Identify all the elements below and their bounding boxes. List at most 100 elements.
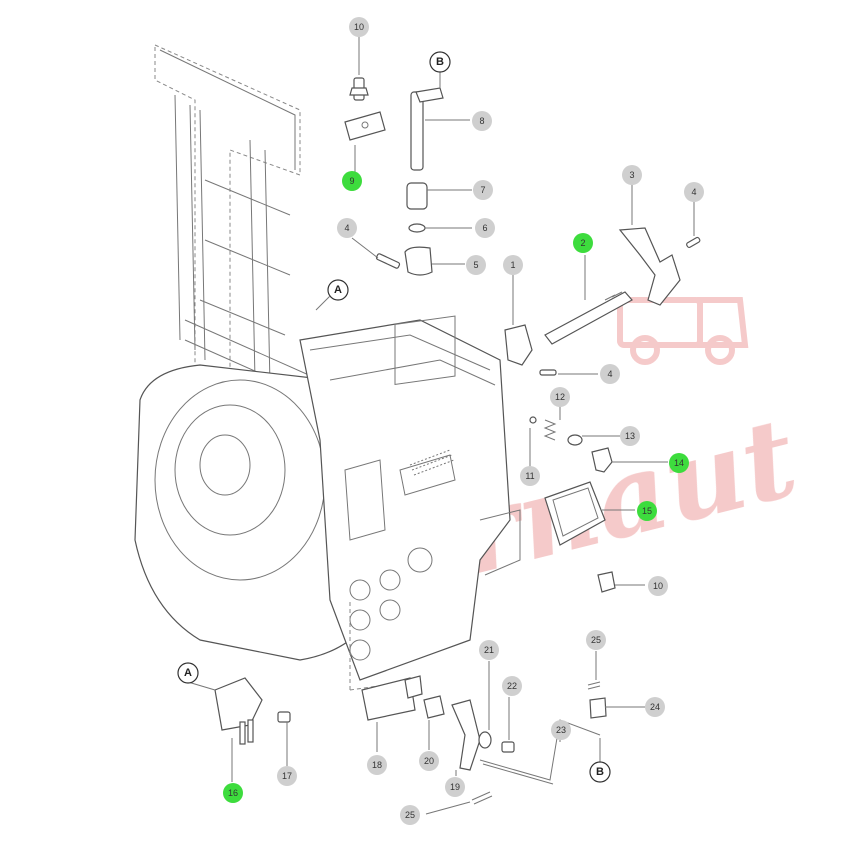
callout-bubble <box>637 501 657 521</box>
callout-18: 18 <box>367 755 387 775</box>
o-ring-6 <box>408 223 426 233</box>
callout-bubble <box>551 720 571 740</box>
washer-21 <box>478 731 492 749</box>
ref-b-top: B <box>429 51 451 73</box>
callout-number: 25 <box>405 810 415 820</box>
callout-8: 8 <box>472 111 492 131</box>
rod-23 <box>479 719 601 785</box>
callout-number: 16 <box>228 788 238 798</box>
ref-a-bottom: A <box>177 662 199 684</box>
callout-number: 7 <box>480 185 485 195</box>
shift-block-1 <box>504 324 533 366</box>
ref-a-top: A <box>315 279 349 311</box>
callout-13: 13 <box>620 426 640 446</box>
svg-text:A: A <box>184 667 192 679</box>
callout-bubble <box>586 630 606 650</box>
callout-1: 1 <box>503 255 523 275</box>
callout-number: 13 <box>625 431 635 441</box>
callout-number: 4 <box>344 223 349 233</box>
shift-fork-3 <box>618 227 681 306</box>
nut-22 <box>501 741 515 753</box>
callout-number: 8 <box>479 116 484 126</box>
svg-text:B: B <box>596 766 604 778</box>
callout-9: 9 <box>342 171 362 191</box>
truck-watermark-icon <box>617 297 749 365</box>
callout-number: 19 <box>450 782 460 792</box>
callout-bubble <box>479 640 499 660</box>
callout-4: 4 <box>684 182 704 202</box>
callout-bubble <box>645 697 665 717</box>
callout-number: 15 <box>642 506 652 516</box>
callout-bubble <box>600 364 620 384</box>
callout-bubble <box>622 165 642 185</box>
callout-number: 11 <box>525 471 534 481</box>
callout-19: 19 <box>445 777 465 797</box>
callout-number: 10 <box>354 22 364 32</box>
callout-bubble <box>349 17 369 37</box>
callout-7: 7 <box>473 180 493 200</box>
ref-b-bottom: B <box>589 761 611 783</box>
callout-bubble <box>277 766 297 786</box>
callout-12: 12 <box>550 387 570 407</box>
callout-25: 25 <box>586 630 606 650</box>
callout-bubble <box>473 180 493 200</box>
callout-number: 3 <box>629 170 634 180</box>
bracket-18 <box>361 677 416 721</box>
callout-17: 17 <box>277 766 297 786</box>
shift-lever-arm <box>415 87 444 103</box>
callout-number: 10 <box>653 581 663 591</box>
callout-23: 23 <box>551 720 571 740</box>
callout-24: 24 <box>645 697 665 717</box>
callout-number: 20 <box>424 756 434 766</box>
bolt-17 <box>277 711 291 723</box>
callout-number: 25 <box>591 635 601 645</box>
callout-14: 14 <box>669 453 689 473</box>
callout-number: 24 <box>650 702 660 712</box>
callout-6: 6 <box>475 218 495 238</box>
plate-9 <box>344 111 386 141</box>
callout-number: 6 <box>482 223 487 233</box>
callout-number: 22 <box>507 681 517 691</box>
callout-bubble <box>466 255 486 275</box>
fork-rod-2 <box>544 291 633 345</box>
callout-bubble <box>620 426 640 446</box>
callout-20: 20 <box>419 751 439 771</box>
lever-19 <box>451 699 481 771</box>
pin-25-bottom <box>471 791 493 805</box>
washer-13 <box>567 434 583 446</box>
callout-bubble <box>367 755 387 775</box>
svg-text:B: B <box>436 56 444 68</box>
callout-number: 12 <box>555 392 565 402</box>
bushing-20 <box>423 695 445 719</box>
callout-15: 15 <box>637 501 657 521</box>
sensor-assembly <box>187 677 291 782</box>
spring-12 <box>543 419 557 441</box>
callout-number: 4 <box>691 187 696 197</box>
callout-22: 22 <box>502 676 522 696</box>
callout-11: 11 <box>520 466 540 486</box>
callout-bubble <box>342 171 362 191</box>
callout-number: 1 <box>510 260 515 270</box>
pin-4-left <box>375 253 401 269</box>
callout-number: 4 <box>607 369 612 379</box>
callout-bubble <box>223 783 243 803</box>
callout-4: 4 <box>600 364 620 384</box>
callout-5: 5 <box>466 255 486 275</box>
callout-bubble <box>337 218 357 238</box>
callout-bubble <box>669 453 689 473</box>
shift-fork-assembly <box>504 185 701 376</box>
callout-bubble <box>648 576 668 596</box>
clip-24 <box>589 697 607 719</box>
callout-3: 3 <box>622 165 642 185</box>
callout-number: 5 <box>473 260 478 270</box>
callout-2: 2 <box>573 233 593 253</box>
callout-number: 18 <box>372 760 382 770</box>
linkage-assembly <box>349 600 645 815</box>
transmission-housing <box>134 44 521 681</box>
callout-number: 9 <box>349 176 354 186</box>
callout-bubble <box>419 751 439 771</box>
callout-10: 10 <box>648 576 668 596</box>
sensor-16 <box>214 677 263 731</box>
shift-rod-8 <box>410 91 424 171</box>
